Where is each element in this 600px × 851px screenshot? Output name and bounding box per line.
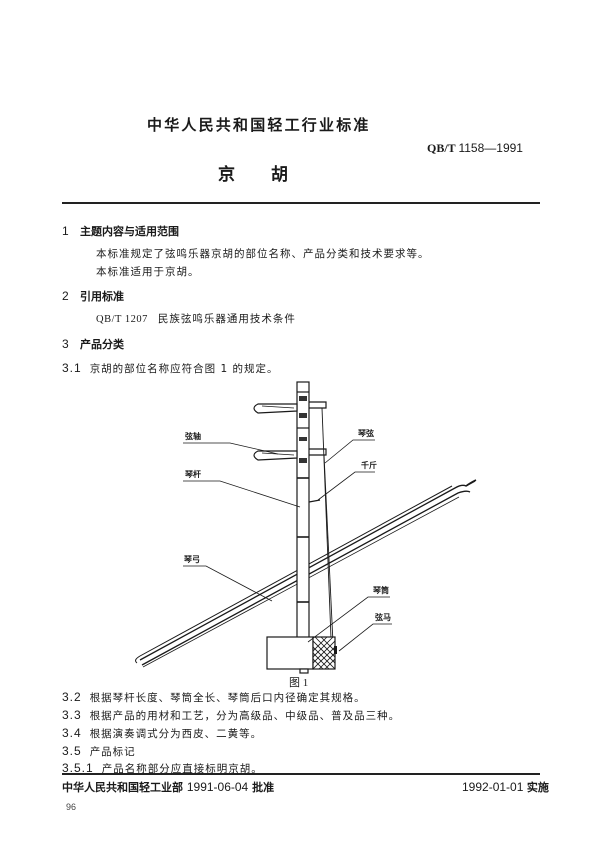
figure-caption: 图 1: [289, 677, 309, 689]
label-string: 琴弦: [358, 429, 374, 438]
neck-icon: [296, 381, 310, 647]
issuer: 中华人民共和国轻工业部: [62, 781, 183, 794]
standard-code-number: 1158—1991: [458, 141, 523, 155]
subsection-3-1: 3.1 京胡的部位名称应符合图 1 的规定。: [62, 361, 279, 376]
section-title: 主题内容与适用范围: [80, 225, 179, 238]
subsection-number: 3.5.1: [62, 761, 94, 775]
subsection-text: 根据产品的用材和工艺，分为高级品、中级品、普及品三种。: [89, 710, 401, 722]
referenced-standard: QB/T 1207 民族弦鸣乐器通用技术条件: [96, 311, 296, 326]
subsection-3-5: 3.5 产品标记: [62, 744, 136, 759]
approval-label: 批准: [252, 781, 275, 794]
subsection-text: 根据演奏调式分为西皮、二黄等。: [89, 728, 263, 740]
reference-code: QB/T 1207: [96, 314, 148, 325]
subsection-number: 3.5: [62, 744, 82, 758]
standard-code: QB/T 1158—1991: [427, 141, 523, 156]
section-1-paragraph-2: 本标准适用于京胡。: [96, 266, 200, 278]
reference-title: 民族弦鸣乐器通用技术条件: [157, 313, 296, 325]
title-char-2: 胡: [271, 165, 288, 185]
subsection-3-4: 3.4 根据演奏调式分为西皮、二黄等。: [62, 726, 262, 741]
subsection-3-2: 3.2 根据琴杆长度、琴筒全长、琴筒后口内径确定其规格。: [62, 690, 366, 705]
subsection-text: 京胡的部位名称应符合图 1 的规定。: [89, 363, 279, 375]
effective-line: 1992-01-01 实施: [462, 779, 549, 795]
label-bow: 琴弓: [184, 555, 200, 564]
approval-line: 中华人民共和国轻工业部 1991-06-04 批准: [62, 779, 274, 795]
subsection-text: 产品标记: [89, 746, 136, 758]
section-3-heading: 3 产品分类: [62, 336, 124, 352]
subsection-text: 产品名称部分应直接标明京胡。: [101, 763, 263, 775]
page-number: 96: [66, 802, 77, 812]
label-qianjin: 千斤: [361, 461, 377, 470]
section-1-heading: 1 主题内容与适用范围: [62, 223, 179, 239]
section-2-heading: 2 引用标准: [62, 288, 124, 304]
peg-icon: [253, 401, 327, 461]
section-title: 引用标准: [80, 290, 124, 303]
issuing-organization: 中华人民共和国轻工行业标准: [147, 116, 371, 134]
string-line-1: [321, 407, 333, 665]
section-title: 产品分类: [80, 338, 124, 351]
effective-label: 实施: [526, 781, 549, 794]
label-peg: 弦轴: [185, 432, 201, 441]
label-bridge: 弦马: [375, 613, 391, 622]
subsection-3-3: 3.3 根据产品的用材和工艺，分为高级品、中级品、普及品三种。: [62, 708, 400, 723]
subsection-number: 3.4: [62, 726, 82, 740]
standard-code-prefix: QB/T: [427, 141, 456, 155]
label-soundbox: 琴筒: [373, 586, 389, 595]
section-1-paragraph-1: 本标准规定了弦鸣乐器京胡的部位名称、产品分类和技术要求等。: [96, 248, 430, 260]
approval-date: 1991-06-04: [186, 780, 249, 794]
footer-divider: [62, 773, 540, 775]
section-number: 1: [62, 224, 69, 238]
subsection-3-5-1: 3.5.1 产品名称部分应直接标明京胡。: [62, 761, 263, 776]
subsection-text: 根据琴杆长度、琴筒全长、琴筒后口内径确定其规格。: [89, 692, 366, 704]
section-number: 3: [62, 337, 69, 351]
subsection-number: 3.1: [62, 361, 82, 375]
header-divider: [62, 202, 540, 204]
section-number: 2: [62, 289, 69, 303]
effective-date: 1992-01-01: [462, 780, 524, 794]
label-neck: 琴杆: [185, 470, 201, 479]
subsection-number: 3.2: [62, 690, 82, 704]
subsection-number: 3.3: [62, 708, 82, 722]
document-title: 京胡: [218, 160, 288, 185]
title-char-1: 京: [218, 165, 235, 185]
string-line-2: [323, 454, 335, 665]
